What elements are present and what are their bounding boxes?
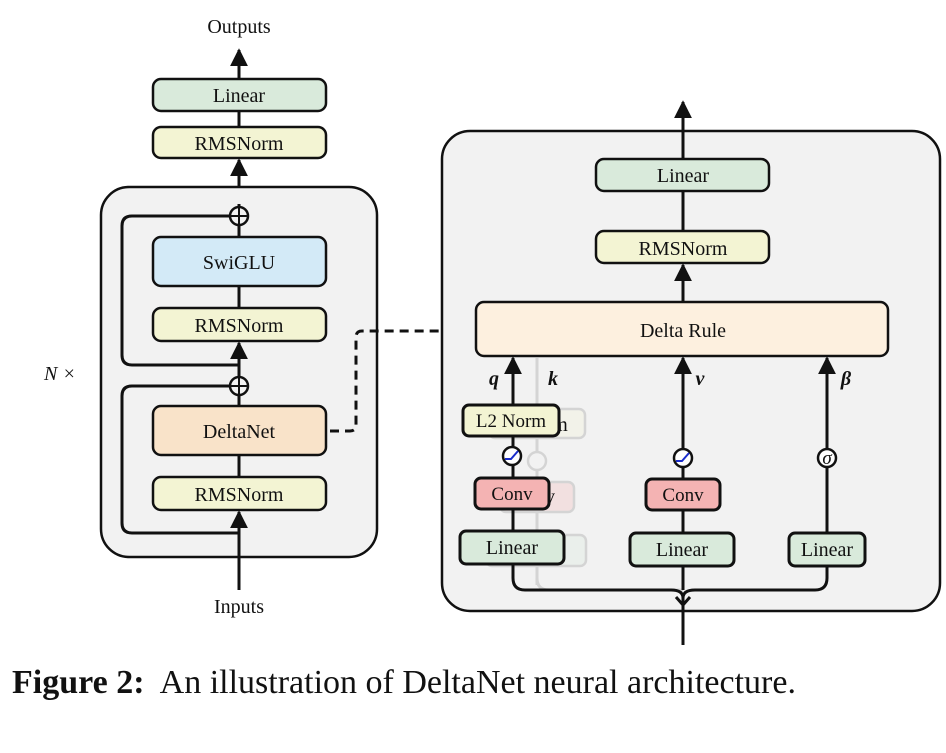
top-linear-block: Linear: [151, 77, 328, 113]
top-linear-label: Linear: [213, 85, 266, 107]
linear-q-label: Linear: [486, 537, 539, 559]
linear-v-label: Linear: [656, 539, 709, 561]
delta-rule-block: Delta Rule: [474, 300, 890, 358]
outputs-label: Outputs: [207, 16, 271, 38]
l2norm-label: L2 Norm: [476, 411, 546, 432]
svg-text:σ: σ: [822, 448, 832, 469]
bottom-rmsnorm-label: RMSNorm: [195, 484, 284, 506]
v-label: v: [696, 368, 706, 390]
conv-block-v: Conv: [644, 477, 722, 512]
top-rmsnorm-label: RMSNorm: [195, 133, 284, 155]
mid-rmsnorm-block: RMSNorm: [151, 306, 328, 343]
detail-rmsnorm-label: RMSNorm: [639, 238, 728, 260]
swiglu-block: SwiGLU: [151, 235, 328, 288]
q-label: q: [489, 368, 499, 390]
deltanet-diagram: Outputs Linear RMSNorm N × SwiGLU RMSNor…: [43, 16, 942, 645]
deltanet-block: DeltaNet: [151, 404, 328, 457]
silu-icon-q: [501, 445, 523, 467]
sigmoid-icon: σ: [816, 447, 838, 469]
top-rmsnorm-block: RMSNorm: [151, 125, 328, 160]
beta-label: β: [840, 368, 852, 390]
detail-linear-block: Linear: [594, 157, 771, 193]
swiglu-label: SwiGLU: [203, 252, 276, 274]
conv-q-label: Conv: [491, 484, 533, 505]
figure-caption: Figure 2: An illustration of DeltaNet ne…: [12, 662, 942, 704]
repeat-label: N ×: [43, 363, 76, 385]
l2norm-block: L2 Norm: [461, 403, 561, 438]
detail-rmsnorm-block: RMSNorm: [594, 229, 771, 265]
linear-block-q: Linear: [458, 529, 566, 566]
linear-beta-label: Linear: [801, 539, 854, 561]
caption-text: An illustration of DeltaNet neural archi…: [159, 664, 796, 701]
mid-rmsnorm-label: RMSNorm: [195, 315, 284, 337]
residual-connection-lower: [120, 384, 239, 535]
linear-block-v: Linear: [628, 531, 736, 568]
caption-label: Figure 2:: [12, 664, 145, 701]
delta-rule-label: Delta Rule: [640, 320, 726, 342]
k-label: k: [548, 368, 558, 390]
linear-block-beta: Linear: [787, 531, 867, 568]
residual-connection-upper: [120, 214, 239, 367]
deltanet-label: DeltaNet: [203, 421, 276, 443]
conv-block-q: Conv: [473, 476, 551, 511]
silu-icon-v: [672, 447, 694, 469]
inputs-label: Inputs: [214, 596, 264, 618]
detail-linear-label: Linear: [657, 165, 710, 187]
expand-connector: [330, 322, 472, 433]
conv-v-label: Conv: [662, 485, 704, 506]
bottom-rmsnorm-block: RMSNorm: [151, 475, 328, 512]
